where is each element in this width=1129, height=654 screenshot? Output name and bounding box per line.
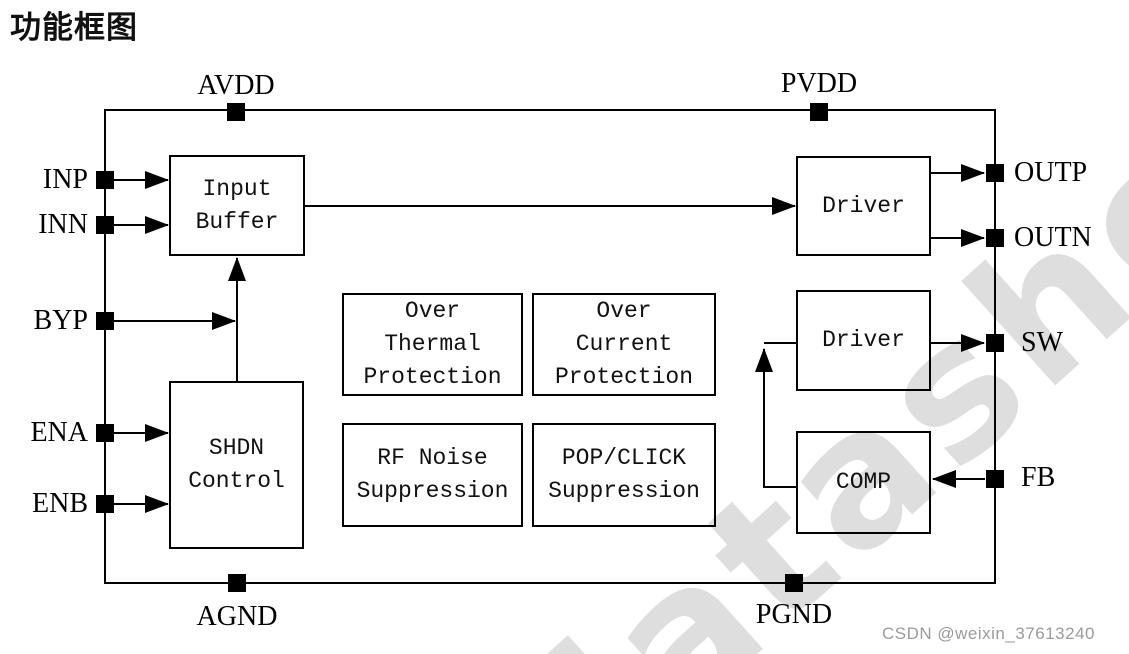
block-over-current-protection <box>532 293 716 396</box>
block-driver-top <box>796 156 931 256</box>
pin-pad-agnd <box>228 574 246 592</box>
pin-label-sw: SW <box>1021 327 1063 358</box>
pin-pad-fb <box>986 470 1004 488</box>
block-label-line: RF Noise <box>377 445 488 471</box>
pin-label-outn: OUTN <box>1014 222 1092 253</box>
pin-pad-ena <box>96 424 114 442</box>
pin-label-agnd: AGND <box>196 601 278 632</box>
block-over-thermal-protection <box>342 293 523 396</box>
pin-label-pvdd: PVDD <box>780 68 858 99</box>
pin-pad-outp <box>986 164 1004 182</box>
block-label-line: Input <box>202 175 272 202</box>
block-label-line: Thermal <box>384 331 481 357</box>
pin-pad-byp <box>96 312 114 330</box>
block-driver-mid <box>796 290 931 391</box>
pin-label-outp: OUTP <box>1014 157 1088 188</box>
block-label-line: Driver <box>822 192 905 219</box>
pin-label-avdd: AVDD <box>197 70 275 101</box>
pin-pad-pgnd <box>785 574 803 592</box>
pin-label-inp: INP <box>42 164 88 195</box>
pin-label-enb: ENB <box>32 488 88 519</box>
pin-pad-outn <box>986 229 1004 247</box>
block-label-over-current-protection: Over Current Protection <box>533 294 715 395</box>
block-label-line: Over <box>404 298 461 324</box>
block-label-line: Driver <box>822 327 905 353</box>
pin-label-pgnd: PGND <box>755 599 833 630</box>
pin-label-byp: BYP <box>33 305 88 336</box>
block-label-line: Buffer <box>195 208 279 235</box>
pin-label-ena: ENA <box>30 417 88 448</box>
credit-watermark-text: CSDN @weixin_37613240 <box>882 624 1095 643</box>
block-label-driver-top: Driver <box>797 157 930 255</box>
pin-label-fb: FB <box>1021 462 1056 493</box>
block-label-line: POP/CLICK <box>561 445 687 471</box>
pin-label-inn: INN <box>38 209 88 240</box>
block-label-line: COMP <box>835 469 892 495</box>
block-label-line: Over <box>596 298 652 324</box>
pin-pad-inp <box>96 171 114 189</box>
block-label-driver-mid: Driver <box>797 291 930 390</box>
block-label-line: Protection <box>554 364 694 390</box>
block-label-line: Protection <box>363 364 502 390</box>
block-label-pop-click-suppression: POP/CLICK Suppression <box>533 424 715 526</box>
block-label-comp: COMP <box>797 432 930 533</box>
wire-comp-feedback-up <box>755 348 797 488</box>
block-comp <box>796 431 931 534</box>
page-title: 功能框图 <box>10 10 138 46</box>
block-label-line: Control <box>188 468 285 494</box>
block-label-input-buffer: Input Buffer <box>170 156 304 255</box>
block-pop-click-suppression <box>532 423 716 527</box>
block-label-line: Current <box>575 331 673 357</box>
block-label-rf-noise-suppression: RF Noise Suppression <box>343 424 522 526</box>
pin-pad-enb <box>96 495 114 513</box>
pin-pad-inn <box>96 216 114 234</box>
pin-pad-pvdd <box>810 103 828 121</box>
block-label-line: SHDN <box>208 435 265 461</box>
pin-pad-sw <box>986 334 1004 352</box>
pin-pad-avdd <box>227 103 245 121</box>
block-label-line: Suppression <box>548 478 700 504</box>
block-rf-noise-suppression <box>342 423 523 527</box>
block-label-line: Suppression <box>356 478 509 504</box>
block-label-over-thermal-protection: Over Thermal Protection <box>343 294 522 395</box>
block-label-shdn-control: SHDN Control <box>170 382 303 548</box>
